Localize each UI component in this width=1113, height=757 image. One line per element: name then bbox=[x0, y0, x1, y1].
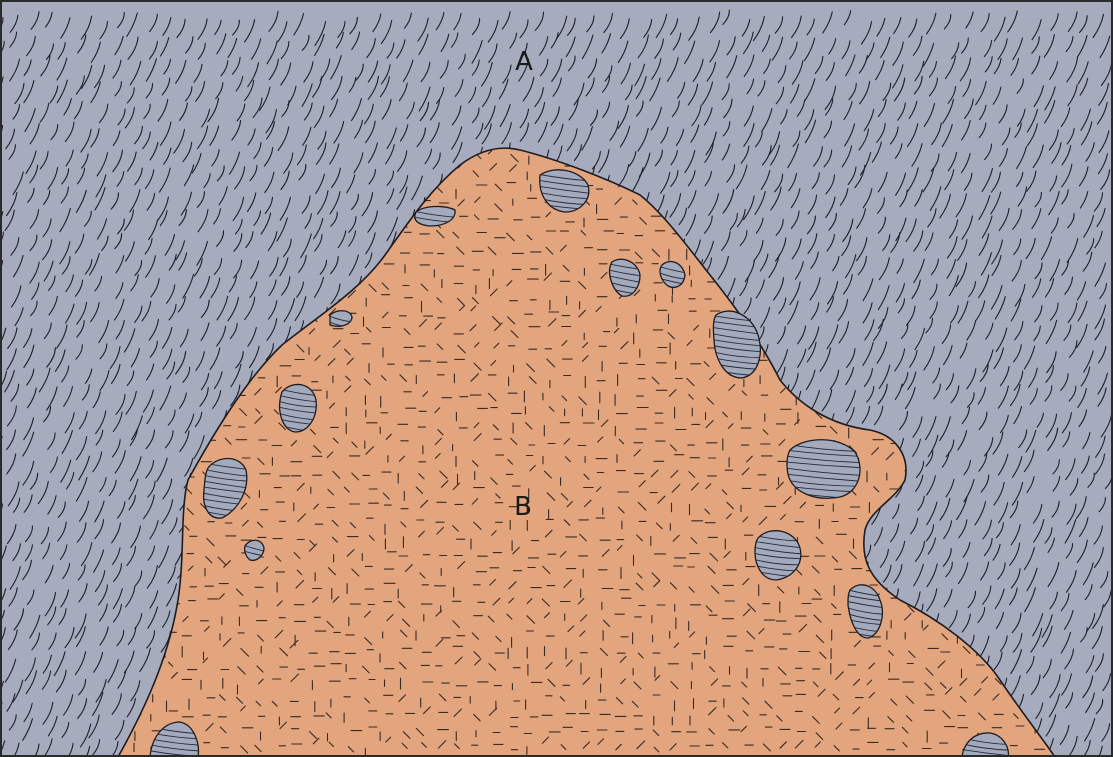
label-a: A bbox=[515, 47, 533, 77]
label-b: B bbox=[514, 492, 532, 522]
